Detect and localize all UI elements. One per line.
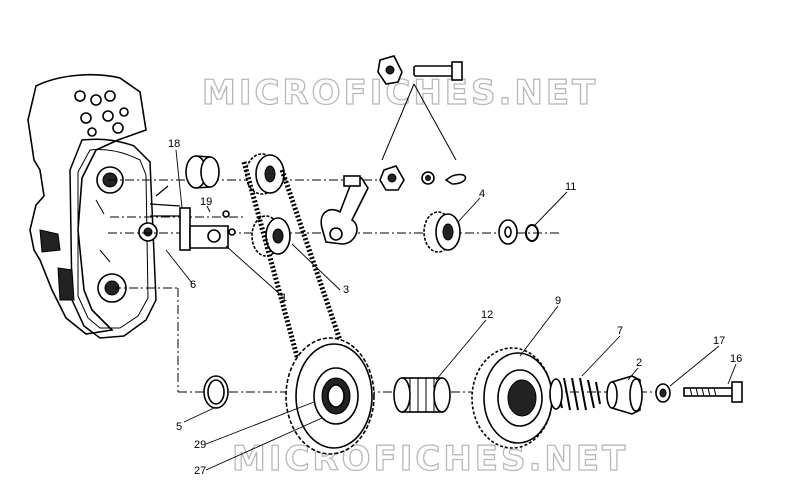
callout-11: 11 <box>565 181 576 193</box>
callout-17: 17 <box>713 335 725 347</box>
callout-4: 4 <box>479 188 485 200</box>
idler-bracket <box>320 175 369 245</box>
sprocket-4 <box>423 211 461 253</box>
callout-2: 2 <box>636 357 642 369</box>
large-sprocket-27 <box>285 337 375 455</box>
callout-6: 6 <box>190 279 196 291</box>
gear-9 <box>471 347 553 449</box>
bushing-upper <box>185 155 220 189</box>
bolt-16 <box>683 381 743 403</box>
washer-17 <box>655 383 671 403</box>
callout-3: 3 <box>343 284 349 296</box>
upper-hardware <box>377 55 467 191</box>
callout-9: 9 <box>555 295 561 307</box>
callout-18: 18 <box>168 138 180 150</box>
chaincase-housing <box>27 73 158 339</box>
cup-2 <box>606 375 643 415</box>
drive-sprocket-3 <box>251 215 291 257</box>
callout-27: 27 <box>194 465 206 477</box>
callout-29: 29 <box>194 439 206 451</box>
callout-16: 16 <box>730 353 742 365</box>
callout-5: 5 <box>176 421 182 433</box>
drive-chain <box>241 161 347 361</box>
chain-tensioner <box>149 185 236 251</box>
callout-1: 1 <box>281 292 287 304</box>
washer-upper <box>498 219 518 245</box>
watermark-bottom: MICROFICHES.NET <box>232 439 628 479</box>
spacer-ring-5 <box>203 375 229 409</box>
callout-19: 19 <box>200 196 212 208</box>
spring-7 <box>549 377 601 411</box>
callout-12: 12 <box>481 309 493 321</box>
callout-7: 7 <box>617 325 623 337</box>
leader-lines <box>165 149 737 471</box>
snap-ring-11 <box>525 224 539 242</box>
upper-sprocket <box>245 153 285 195</box>
callout-numbers: 18 19 6 1 3 4 11 12 9 7 2 17 16 5 29 27 <box>168 138 742 477</box>
watermark-top: MICROFICHES.NET <box>202 73 598 113</box>
splined-hub-12 <box>393 377 451 413</box>
